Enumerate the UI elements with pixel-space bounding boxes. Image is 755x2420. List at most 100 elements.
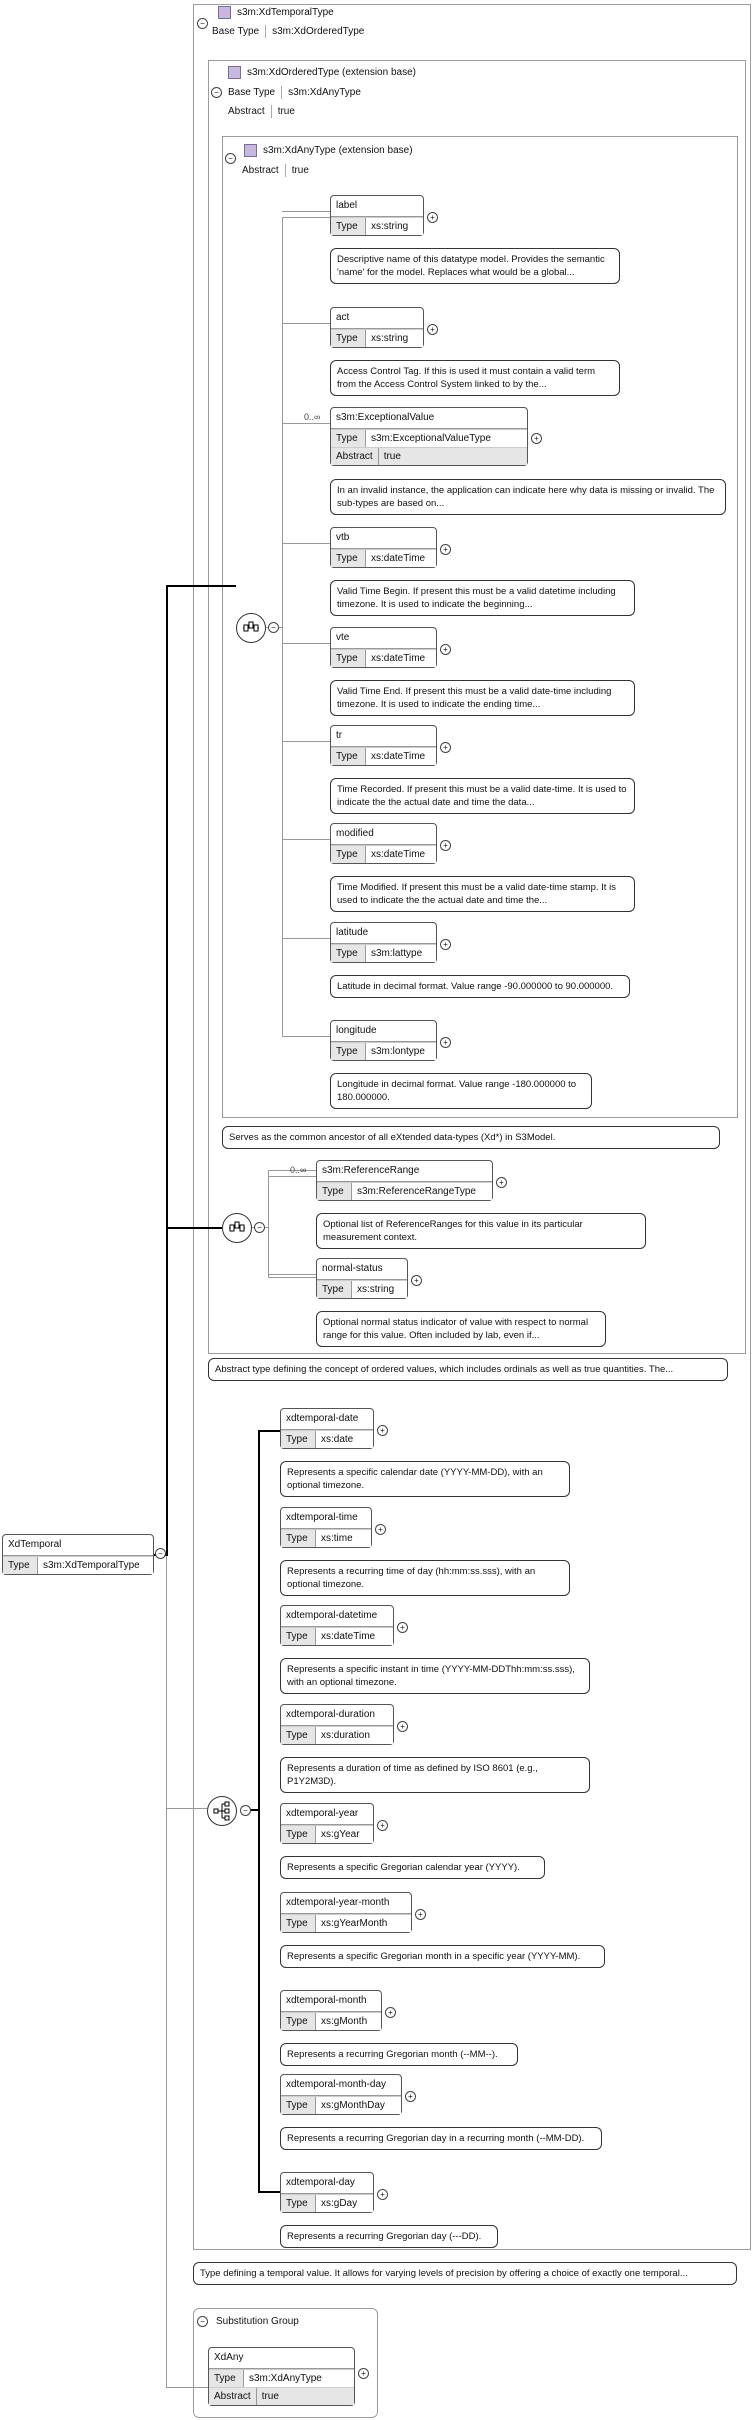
element-doc: Represents a specific Gregorian month in… bbox=[280, 1945, 605, 1968]
element-doc: Represents a specific Gregorian calendar… bbox=[280, 1856, 545, 1879]
expand-toggle-icon[interactable]: + bbox=[415, 1909, 426, 1920]
sequence-compositor-icon bbox=[236, 613, 266, 643]
element-doc: Longitude in decimal format. Value range… bbox=[330, 1073, 592, 1109]
element-type: xs:dateTime bbox=[316, 1628, 393, 1645]
element-type: s3m:ExceptionalValueType bbox=[366, 430, 527, 447]
expand-toggle-icon[interactable]: + bbox=[440, 644, 451, 655]
expand-toggle-icon[interactable]: + bbox=[427, 212, 438, 223]
connector bbox=[166, 1556, 167, 2388]
element-name: xdtemporal-date bbox=[281, 1409, 373, 1430]
expand-toggle-icon[interactable]: + bbox=[411, 1275, 422, 1286]
collapse-toggle-icon[interactable]: − bbox=[197, 18, 208, 29]
element-doc: Represents a recurring Gregorian month (… bbox=[280, 2043, 518, 2066]
element-doc: Represents a recurring Gregorian day (--… bbox=[280, 2225, 498, 2248]
connector bbox=[166, 585, 236, 587]
xdordered-abstract-row: Abstract true bbox=[222, 105, 301, 118]
element-name: label bbox=[331, 196, 423, 217]
collapse-toggle-icon[interactable]: − bbox=[225, 153, 236, 164]
element-type: xs:string bbox=[352, 1281, 407, 1298]
collapse-toggle-icon[interactable]: − bbox=[240, 1805, 251, 1816]
expand-toggle-icon[interactable]: + bbox=[405, 2091, 416, 2102]
element-name: xdtemporal-month bbox=[281, 1991, 381, 2012]
xdtemporal-type-title: s3m:XdTemporalType bbox=[237, 7, 334, 18]
element-doc: Valid Time End. If present this must be … bbox=[330, 680, 635, 716]
element-name: xdtemporal-datetime bbox=[281, 1606, 393, 1627]
collapse-toggle-icon[interactable]: − bbox=[268, 622, 279, 633]
expand-toggle-icon[interactable]: + bbox=[440, 840, 451, 851]
expand-toggle-icon[interactable]: + bbox=[375, 1524, 386, 1535]
choice-bracket bbox=[258, 2191, 280, 2193]
expand-toggle-icon[interactable]: + bbox=[358, 2368, 369, 2379]
xdtemporal-root-doc: Type defining a temporal value. It allow… bbox=[193, 2262, 737, 2285]
element-type: s3m:ReferenceRangeType bbox=[352, 1183, 492, 1200]
collapse-toggle-icon[interactable]: − bbox=[197, 2316, 208, 2327]
element-type: xs:gYear bbox=[316, 1826, 373, 1843]
connector bbox=[246, 1809, 258, 1811]
xdtemporal-type-frame bbox=[193, 4, 751, 2250]
expand-toggle-icon[interactable]: + bbox=[496, 1177, 507, 1188]
occurs-label: 0..∞ bbox=[304, 412, 321, 422]
element-doc: Descriptive name of this datatype model.… bbox=[330, 248, 620, 284]
expand-toggle-icon[interactable]: + bbox=[397, 1622, 408, 1633]
expand-toggle-icon[interactable]: + bbox=[440, 939, 451, 950]
element-type: s3m:lattype bbox=[366, 945, 436, 962]
expand-toggle-icon[interactable]: + bbox=[440, 544, 451, 555]
xdordered-type-header: s3m:XdOrderedType (extension base) bbox=[228, 66, 416, 79]
element-name: normal-status bbox=[317, 1259, 407, 1280]
substitution-group-title: Substitution Group bbox=[216, 2316, 299, 2327]
expand-toggle-icon[interactable]: + bbox=[440, 742, 451, 753]
expand-toggle-icon[interactable]: + bbox=[397, 1721, 408, 1732]
element-type: xs:time bbox=[316, 1530, 371, 1547]
element-type: xs:gDay bbox=[316, 2195, 373, 2212]
element-doc: Represents a recurring Gregorian day in … bbox=[280, 2127, 602, 2150]
complex-type-icon bbox=[218, 6, 231, 19]
connector bbox=[282, 543, 330, 544]
expand-toggle-icon[interactable]: + bbox=[377, 2189, 388, 2200]
connector bbox=[166, 1227, 222, 1229]
expand-toggle-icon[interactable]: + bbox=[377, 1820, 388, 1831]
expand-toggle-icon[interactable]: + bbox=[440, 1037, 451, 1048]
collapse-toggle-icon[interactable]: − bbox=[211, 87, 222, 98]
element-doc: Optional list of ReferenceRanges for thi… bbox=[316, 1213, 646, 1249]
element-name: vte bbox=[331, 628, 436, 649]
xdordered-type-title: s3m:XdOrderedType (extension base) bbox=[247, 67, 416, 78]
xdany-type-title: s3m:XdAnyType (extension base) bbox=[263, 145, 413, 156]
element-doc: Represents a specific calendar date (YYY… bbox=[280, 1461, 570, 1497]
choice-compositor-icon bbox=[207, 1796, 237, 1826]
element-name: longitude bbox=[331, 1021, 436, 1042]
choice-bracket bbox=[258, 1430, 280, 1432]
connector bbox=[282, 1036, 330, 1037]
expand-toggle-icon[interactable]: + bbox=[531, 433, 542, 444]
complex-type-icon bbox=[244, 144, 257, 157]
collapse-toggle-icon[interactable]: − bbox=[254, 1222, 265, 1233]
connector bbox=[166, 585, 168, 1556]
expand-toggle-icon[interactable]: − bbox=[155, 1548, 166, 1559]
element-type: xs:dateTime bbox=[366, 650, 436, 667]
expand-toggle-icon[interactable]: + bbox=[377, 1425, 388, 1436]
expand-toggle-icon[interactable]: + bbox=[385, 2007, 396, 2018]
expand-toggle-icon[interactable]: + bbox=[427, 324, 438, 335]
element-type: xs:string bbox=[366, 330, 423, 347]
